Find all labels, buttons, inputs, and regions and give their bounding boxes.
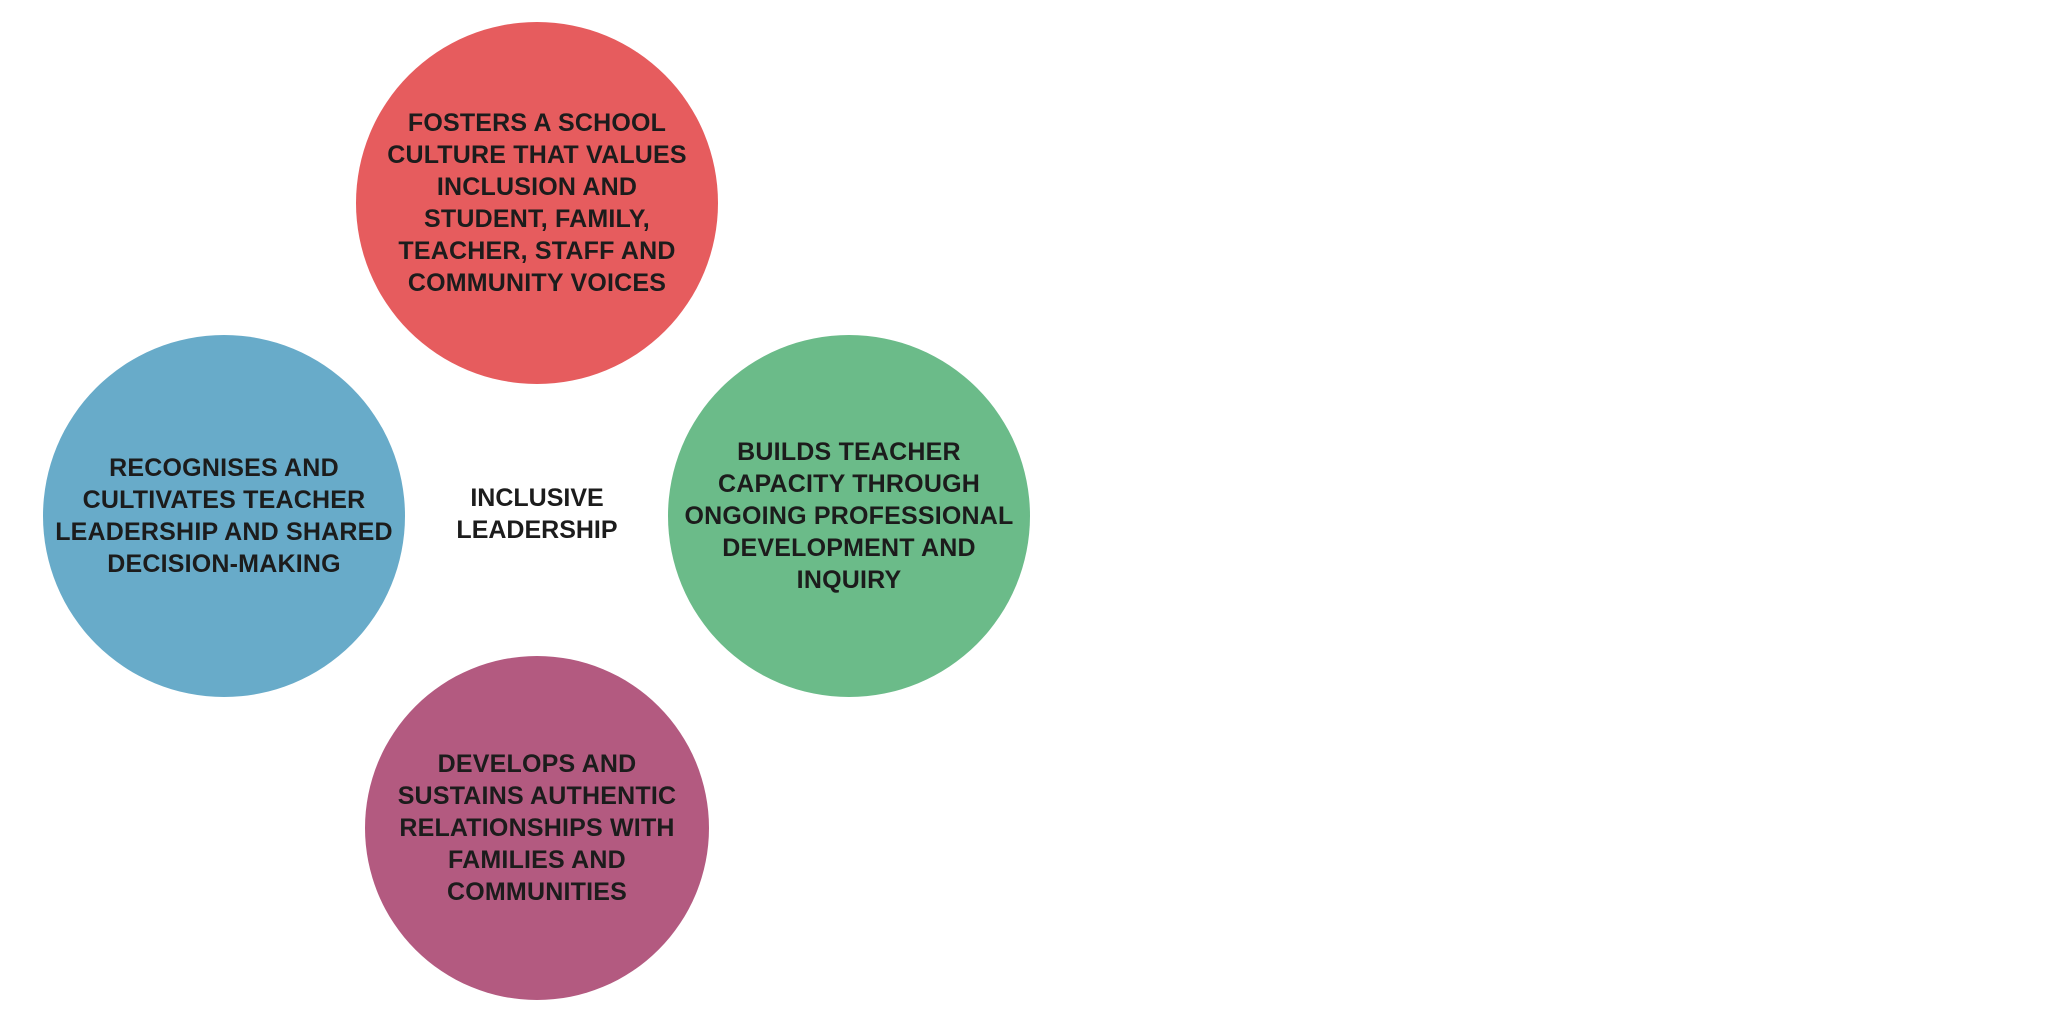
circle-family-relationships: DEVELOPS AND SUSTAINS AUTHENTIC RELATION… [365,656,709,1000]
center-label: INCLUSIVE LEADERSHIP [456,484,618,544]
circle-teacher-capacity-text: BUILDS TEACHER CAPACITY THROUGH ONGOING … [684,438,1014,594]
circle-school-culture-text: FOSTERS A SCHOOL CULTURE THAT VALUES INC… [387,109,687,297]
circle-teacher-leadership-text: RECOGNISES AND CULTIVATES TEACHER LEADER… [55,454,393,578]
circle-school-culture: FOSTERS A SCHOOL CULTURE THAT VALUES INC… [356,22,718,384]
circle-family-relationships-text: DEVELOPS AND SUSTAINS AUTHENTIC RELATION… [397,750,677,906]
circle-teacher-capacity: BUILDS TEACHER CAPACITY THROUGH ONGOING … [668,335,1030,697]
circle-teacher-leadership: RECOGNISES AND CULTIVATES TEACHER LEADER… [43,335,405,697]
